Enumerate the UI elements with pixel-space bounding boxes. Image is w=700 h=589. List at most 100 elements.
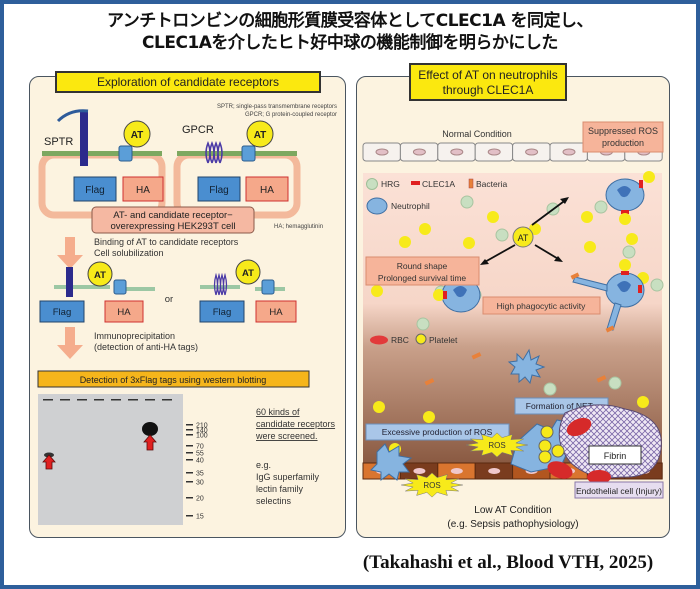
ha-tag-2 — [245, 176, 289, 202]
membrane-fragment-1b — [125, 287, 155, 291]
hrg-at-particles — [371, 195, 664, 455]
arrow-head-1 — [560, 197, 569, 204]
citation: (Takahashi et al., Blood VTH, 2025) — [362, 552, 654, 573]
ros-label: ROS — [488, 441, 505, 450]
example-3: selectins — [256, 496, 292, 506]
sptr-receptor — [80, 111, 88, 166]
gpcr-receptor — [205, 140, 223, 164]
abbrev-ha: HA; hemagglutinin — [274, 224, 323, 230]
legend-hrg: HRG — [381, 179, 400, 189]
clec1a-5 — [621, 271, 629, 275]
phagocytic-box — [482, 296, 601, 315]
activated-neutrophil-2 — [369, 443, 413, 481]
fibrin-label: Fibrin — [604, 451, 627, 461]
marker-tick — [186, 424, 193, 426]
membrane-band-1 — [42, 151, 162, 156]
hrg-particle — [608, 376, 622, 390]
label-at-2: AT — [254, 130, 267, 141]
platelet-2 — [538, 439, 552, 453]
round-line-1: Round shape — [397, 261, 448, 271]
hrg-particle — [650, 278, 664, 292]
ros-burst — [466, 432, 528, 458]
membrane-band-2 — [177, 151, 297, 156]
hrg-particle — [622, 245, 636, 259]
example-1: IgG superfamily — [256, 472, 320, 482]
marker-tick — [186, 481, 193, 483]
at-particle — [463, 237, 475, 249]
rbc-3 — [587, 470, 611, 484]
label-ha-4: HA — [269, 307, 283, 318]
legend-clec1a: CLEC1A — [422, 179, 455, 189]
fibrin-box — [588, 445, 642, 465]
endothelial-nucleus — [375, 148, 389, 156]
marker-tick — [186, 452, 193, 454]
endothelial-nucleus — [412, 148, 426, 156]
flag-tag-4 — [199, 300, 245, 323]
flag-tag-1 — [73, 176, 117, 202]
endothelial-nucleus — [487, 148, 501, 156]
at-molecule-4 — [235, 259, 261, 285]
bacteria — [471, 352, 482, 360]
bacteria-engulfed-2 — [605, 325, 615, 333]
title-line-2: CLEC1Aを介したヒト好中球の機能制御を明らかにした — [142, 33, 558, 53]
ha-tag-1 — [122, 176, 164, 202]
at-receptor-3 — [113, 279, 127, 295]
hrg-particle — [460, 195, 474, 209]
ros-bursts: ROS ROS — [401, 432, 528, 498]
sptr-solubilized — [66, 267, 73, 297]
sptr-ligand-tail — [56, 109, 89, 123]
label-gpcr: GPCR — [182, 124, 214, 136]
step1-line1: Binding of AT to candidate receptors — [94, 237, 239, 247]
endothelial-box — [574, 481, 664, 499]
hrg-particle — [594, 200, 608, 214]
low-at-line-2: (e.g. Sepsis pathophysiology) — [447, 519, 578, 530]
at-particle — [487, 211, 499, 223]
marker-tick — [186, 445, 193, 447]
round-line-2: Prolonged survival time — [378, 273, 467, 283]
step-arrow-1 — [57, 237, 83, 269]
label-at-3: AT — [94, 270, 106, 281]
title-line-1: アンチトロンビンの細胞形質膜受容体としてCLEC1A を同定し、 — [106, 11, 594, 31]
clec1a-4 — [443, 291, 447, 299]
endothelial-label: Endothelial cell (Injury) — [576, 486, 662, 496]
lane-mark — [43, 399, 53, 401]
rbc-legend-icon — [370, 335, 388, 345]
marker-label: 30 — [196, 480, 204, 487]
label-ha-1: HA — [136, 185, 150, 196]
lane-mark — [77, 399, 87, 401]
ros-label: ROS — [423, 481, 440, 490]
step1-line2: Cell solubilization — [94, 248, 164, 258]
at-bound-1 — [643, 171, 655, 183]
legend-neutrophil: Neutrophil — [391, 201, 430, 211]
lane-mark — [145, 399, 155, 401]
at-receptor-4 — [261, 279, 275, 295]
marker-tick — [186, 515, 193, 517]
arrow-to-suppressed — [531, 198, 568, 226]
hrg-particle — [495, 228, 509, 242]
at-particle — [637, 396, 649, 408]
at-bound-4 — [433, 289, 445, 301]
marker-label: 35 — [196, 471, 204, 478]
clec1a-legend-icon — [411, 181, 420, 185]
at-central — [512, 226, 534, 248]
label-flag-1: Flag — [85, 185, 104, 196]
label-flag-2: Flag — [209, 185, 228, 196]
rbc-2 — [547, 461, 573, 479]
marker-label: 210 — [196, 423, 208, 430]
marker-tick — [186, 459, 193, 461]
endothelial-nucleus — [488, 468, 501, 474]
round-shape-box — [365, 256, 480, 286]
cell-label-line-1: AT- and candidate receptor− — [113, 210, 233, 221]
step2-line1: Immunoprecipitation — [94, 331, 175, 341]
endothelial-nucleus — [450, 148, 464, 156]
hek293t-cell-label — [91, 206, 255, 234]
normal-condition-label: Normal Condition — [442, 129, 512, 139]
endothelial-nucleus — [450, 468, 463, 474]
hrg-legend-icon — [366, 178, 378, 190]
legend-rbc: RBC — [391, 335, 409, 345]
activated-neutrophil-1 — [507, 348, 546, 385]
marker-label: 15 — [196, 514, 204, 521]
bacteria — [424, 378, 435, 386]
at-bound-5 — [619, 259, 631, 271]
marker-label: 40 — [196, 458, 204, 465]
